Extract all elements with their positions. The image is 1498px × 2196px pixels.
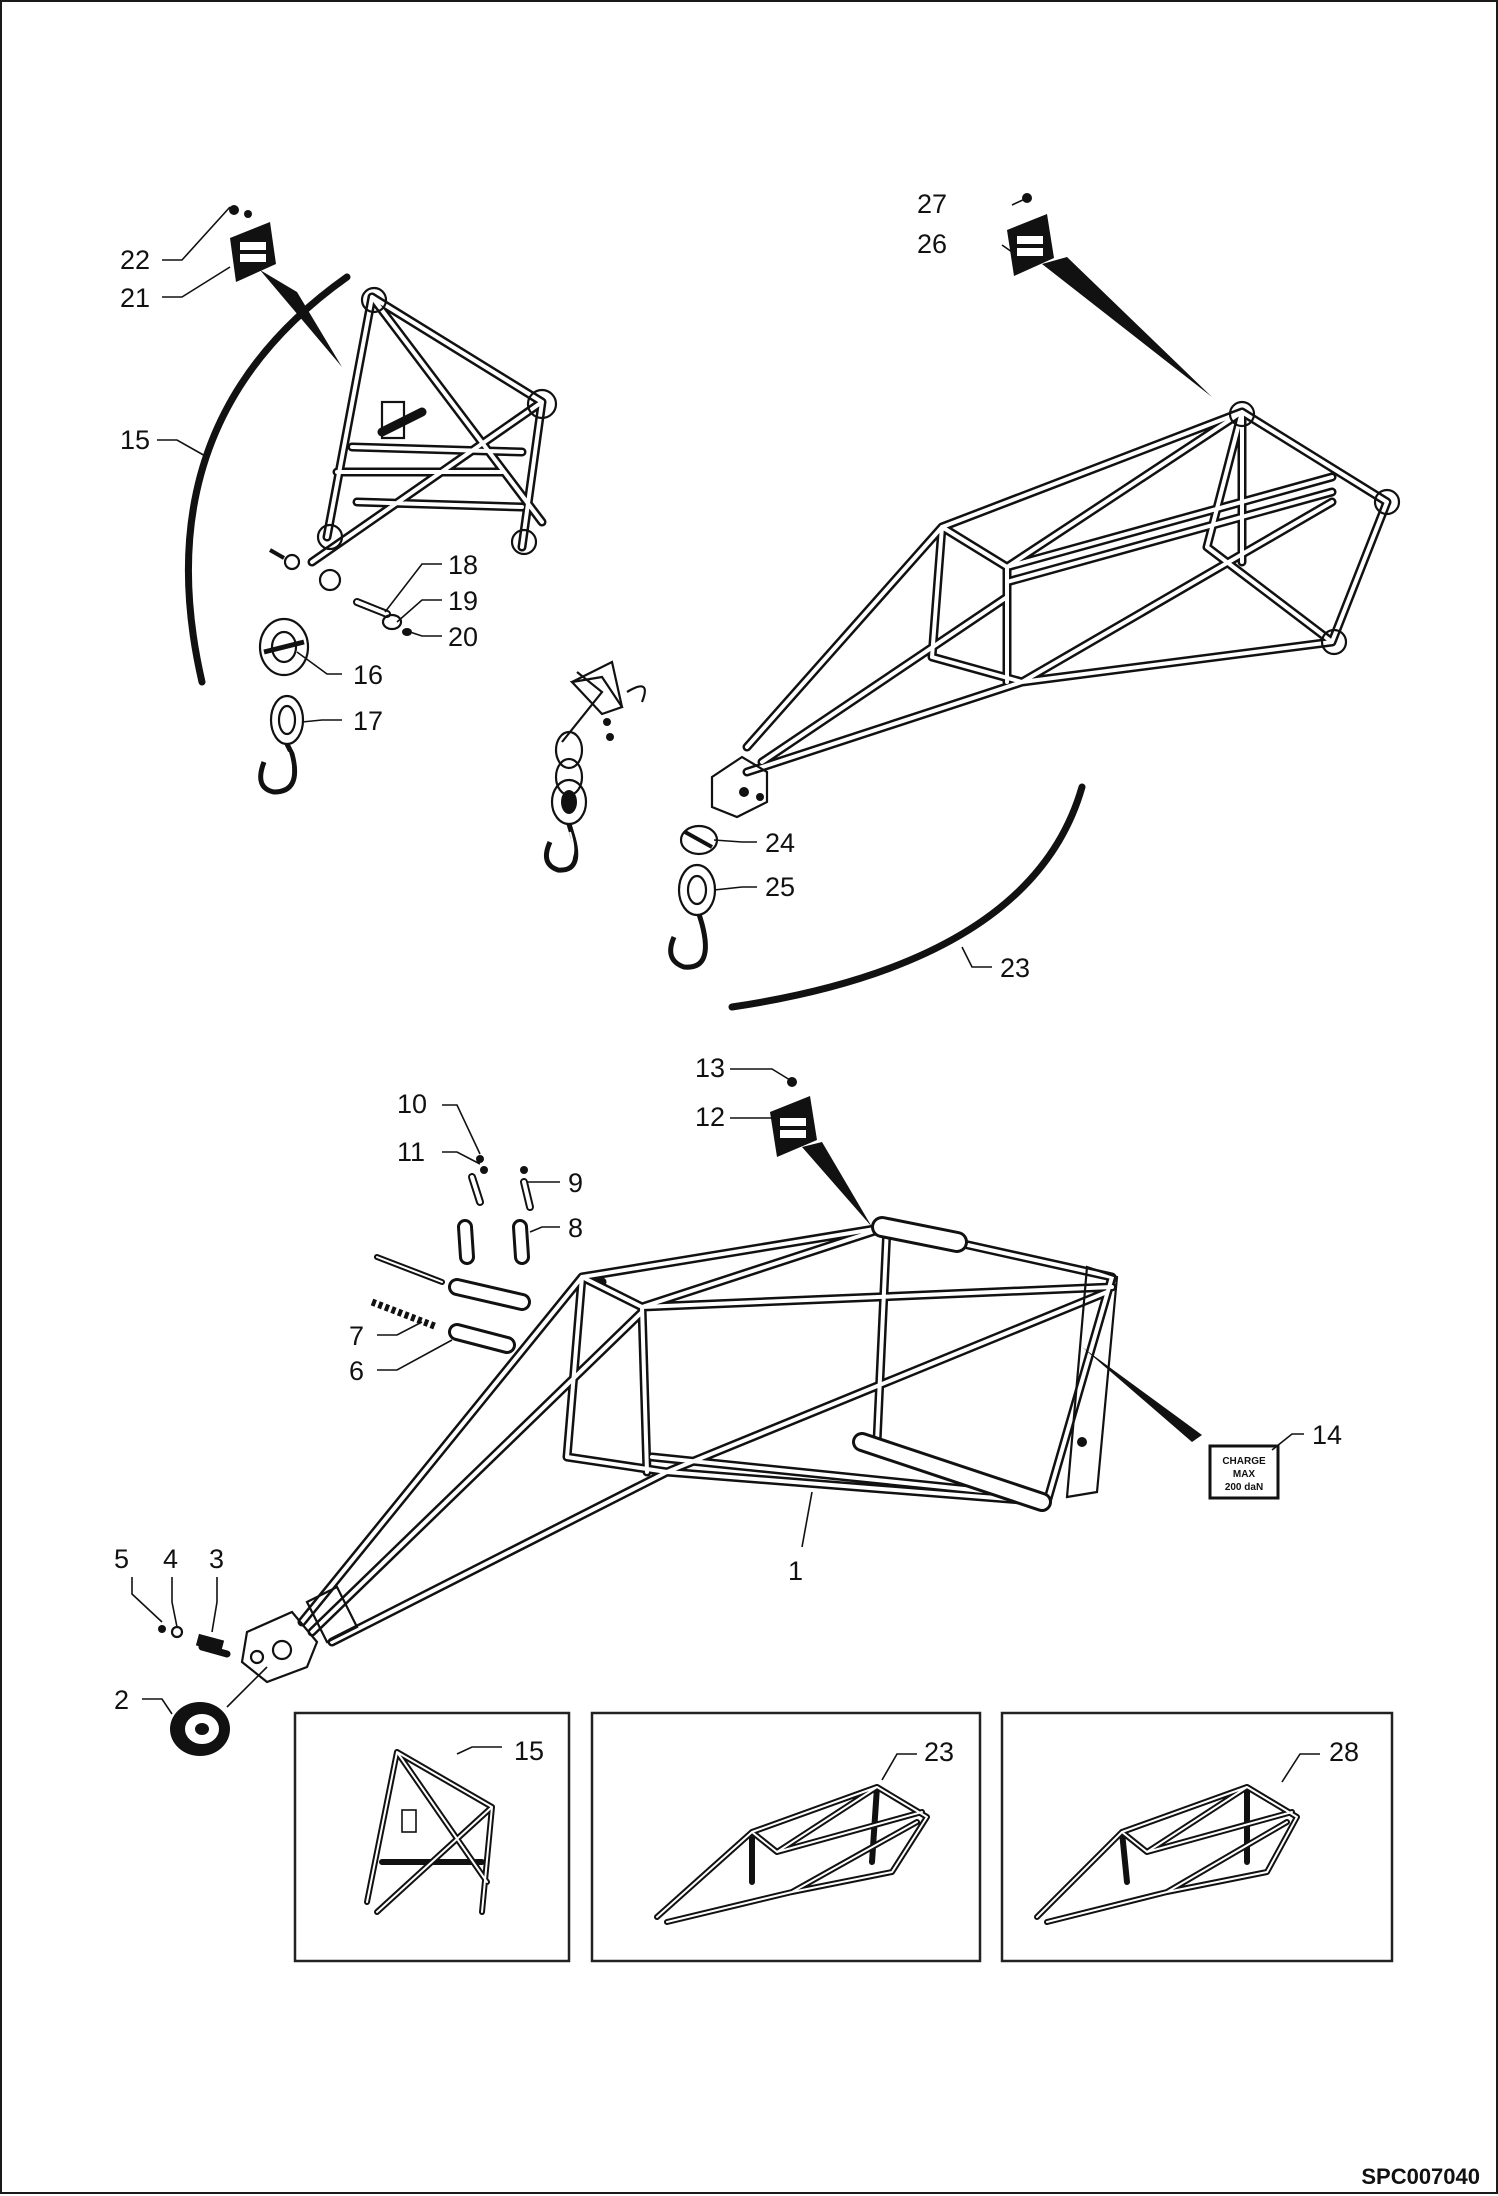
callout-23: 23 bbox=[1000, 953, 1030, 983]
callout-4: 4 bbox=[163, 1544, 178, 1574]
callout-24: 24 bbox=[765, 828, 795, 858]
drawing-code: SPC007040 bbox=[1361, 2164, 1480, 2189]
load-plate-line2: MAX bbox=[1233, 1469, 1256, 1480]
load-plate-line1: CHARGE bbox=[1222, 1456, 1266, 1467]
callout-10: 10 bbox=[397, 1089, 427, 1119]
callout-3: 3 bbox=[209, 1544, 224, 1574]
variant-label-3: 28 bbox=[1329, 1737, 1359, 1767]
callout-21: 21 bbox=[120, 283, 150, 313]
variant-label-2: 23 bbox=[924, 1737, 954, 1767]
callout-13: 13 bbox=[695, 1053, 725, 1083]
callout-19: 19 bbox=[448, 586, 478, 616]
callout-7: 7 bbox=[349, 1321, 364, 1351]
callout-9: 9 bbox=[568, 1168, 583, 1198]
callout-8: 8 bbox=[568, 1213, 583, 1243]
callout-14: 14 bbox=[1312, 1420, 1342, 1450]
variant-box-3: 28 bbox=[1000, 1711, 1394, 1963]
callout-1: 1 bbox=[788, 1556, 803, 1586]
variant-label-1: 15 bbox=[514, 1736, 544, 1766]
callout-labels: 22 21 15 16 17 18 19 20 27 26 24 25 23 1… bbox=[114, 189, 1342, 1715]
variant-box-1: 15 bbox=[293, 1711, 571, 1963]
callout-27: 27 bbox=[917, 189, 947, 219]
long-jib-frame bbox=[668, 193, 1401, 1011]
callout-2: 2 bbox=[114, 1685, 129, 1715]
callout-5: 5 bbox=[114, 1544, 129, 1574]
callout-15: 15 bbox=[120, 425, 150, 455]
callout-16: 16 bbox=[353, 660, 383, 690]
callout-17: 17 bbox=[353, 706, 383, 736]
callout-18: 18 bbox=[448, 550, 478, 580]
callout-22: 22 bbox=[120, 245, 150, 275]
callout-20: 20 bbox=[448, 622, 478, 652]
callout-11: 11 bbox=[397, 1137, 425, 1167]
callout-25: 25 bbox=[765, 872, 795, 902]
callout-26: 26 bbox=[917, 229, 947, 259]
hook-chain-assembly bbox=[543, 660, 646, 873]
leader-lines bbox=[131, 197, 1304, 1715]
callout-12: 12 bbox=[695, 1102, 725, 1132]
variant-box-2: 23 bbox=[590, 1711, 982, 1963]
load-plate-line3: 200 daN bbox=[1225, 1482, 1263, 1493]
main-jib-frame: CHARGE MAX 200 daN bbox=[158, 1077, 1280, 1756]
short-jib-frame bbox=[184, 205, 558, 795]
callout-6: 6 bbox=[349, 1356, 364, 1386]
